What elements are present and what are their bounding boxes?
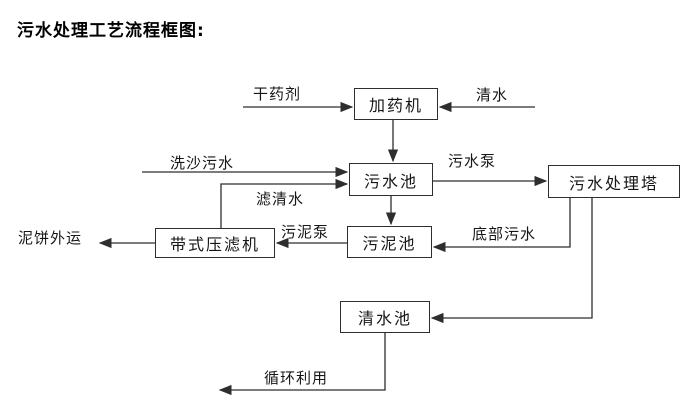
edge-label-sand-washing-sewage: 洗沙污水 <box>170 154 235 172</box>
edge-label-bottom-sewage: 底部污水 <box>472 225 537 243</box>
edge-label-dry-agent: 干药剂 <box>253 85 302 103</box>
edge-label-clean-water: 清水 <box>476 86 509 104</box>
node-clean-water-pool: 清水池 <box>340 301 430 333</box>
edge-label-recycle-use: 循环利用 <box>264 369 329 387</box>
node-dosing-machine: 加药机 <box>354 88 438 120</box>
node-belt-filter-press: 带式压滤机 <box>155 228 275 258</box>
node-clean-water-pool-label: 清水池 <box>357 309 412 328</box>
node-sewage-treatment-tower-label: 污水处理塔 <box>568 173 659 193</box>
edge-label-sewage-pump: 污水泵 <box>448 152 497 170</box>
node-sludge-pool-label: 污泥池 <box>362 234 417 253</box>
node-sewage-pool-label: 污水池 <box>363 171 418 191</box>
node-sewage-pool: 污水池 <box>349 163 433 196</box>
edge-label-mud-cake-outbound: 泥饼外运 <box>18 229 83 247</box>
edge-bottom-sewage-arrow <box>432 198 571 253</box>
edge-label-sludge-pump: 污泥泵 <box>281 223 330 241</box>
edge-tower-to-clean-pool-arrow <box>430 198 593 324</box>
node-sewage-treatment-tower: 污水处理塔 <box>548 165 680 198</box>
edge-filtered-water-arrow <box>220 178 349 228</box>
node-dosing-machine-label: 加药机 <box>368 96 423 115</box>
node-sludge-pool: 污泥池 <box>347 226 432 258</box>
edge-label-filtered-water: 滤清水 <box>256 190 305 208</box>
edge-recycle-arrow <box>218 333 386 396</box>
diagram-title: 污水处理工艺流程框图: <box>17 21 205 41</box>
node-belt-filter-press-label: 带式压滤机 <box>169 235 260 254</box>
